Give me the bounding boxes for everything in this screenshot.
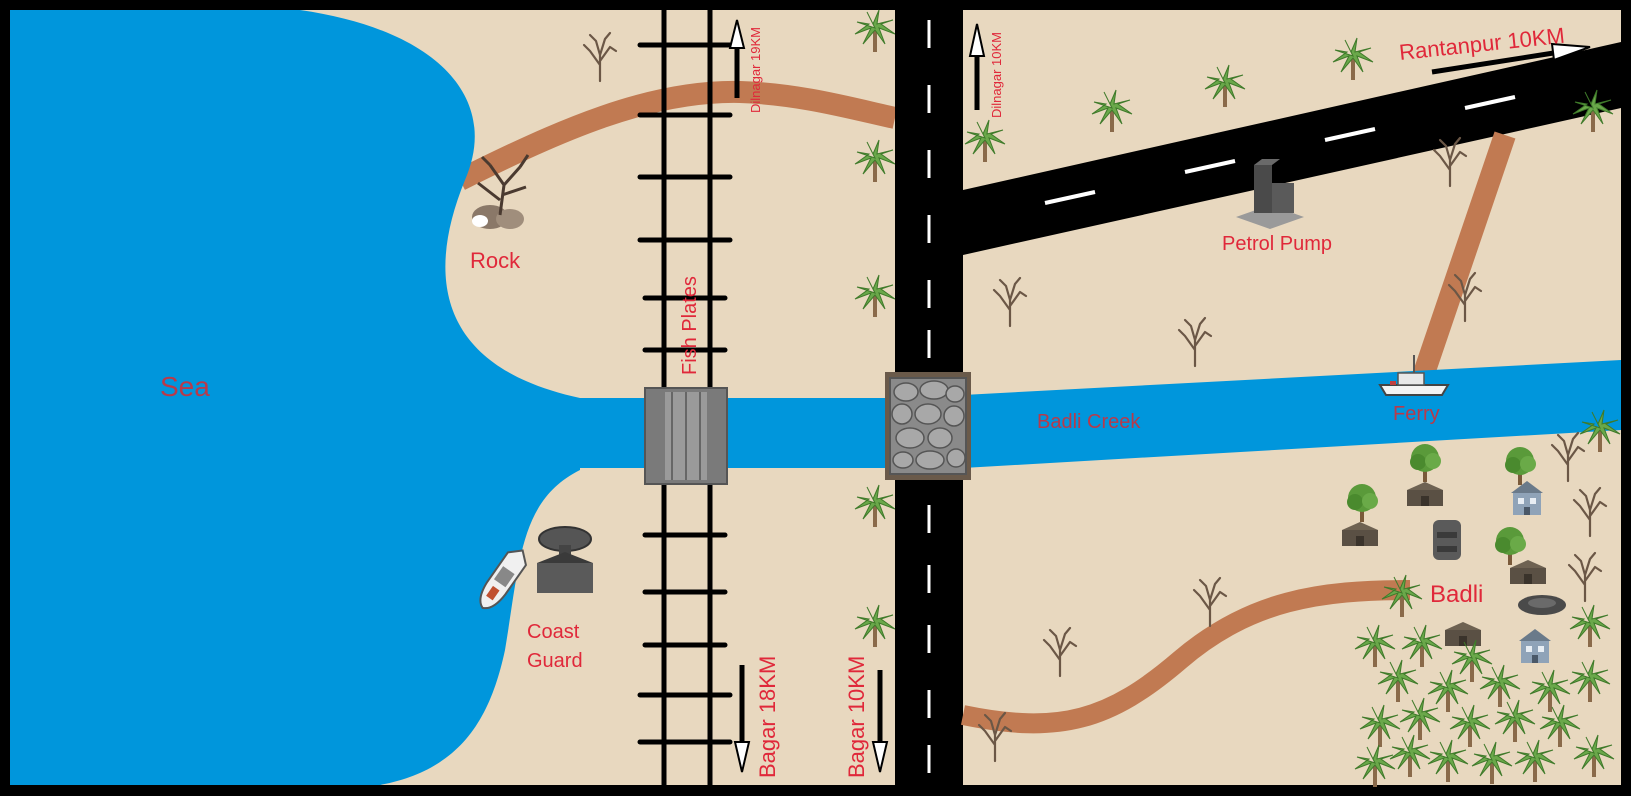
guard-label: Guard	[527, 650, 583, 672]
road-rantanpur	[963, 42, 1621, 255]
dilnagar-road-label: Dilnagar 10KM	[989, 32, 1004, 118]
badli-creek	[963, 360, 1621, 468]
dirt-path-upper	[455, 80, 898, 190]
badli-label: Badli	[1430, 581, 1483, 608]
direction-arrow-icon-bagar-rail	[733, 665, 751, 773]
dilnagar-rail-label: Dilnagar 19KM	[748, 27, 763, 113]
rock-label: Rock	[470, 248, 521, 273]
dirt-path-ferry	[1409, 131, 1516, 389]
left-panel: Sea Rock Fish Plates Coast Guard Dilnaga…	[10, 9, 898, 785]
petrol-pump-building-icon	[1236, 159, 1304, 229]
fish-plates-label: Fish Plates	[679, 276, 701, 375]
badli-creek-label: Badli Creek	[1037, 411, 1141, 433]
boat-icon	[479, 549, 527, 610]
right-panel: Petrol Pump Badli Creek Ferry Badli Rant…	[960, 10, 1621, 788]
village-buildings	[1342, 444, 1566, 663]
direction-arrow-icon-bagar-road	[871, 670, 889, 773]
bagar-road-label: Bagar 10KM	[844, 656, 869, 778]
direction-arrow-icon-dilnagar-road	[968, 23, 986, 110]
direction-arrow-icon-rantanpur	[1431, 42, 1591, 75]
petrol-pump-label: Petrol Pump	[1222, 233, 1332, 255]
sea	[10, 10, 580, 785]
direction-arrow-icon-dilnagar-rail	[728, 19, 746, 98]
bagar-rail-label: Bagar 18KM	[755, 656, 780, 778]
stone-bridge-icon	[885, 372, 971, 480]
ferry-label: Ferry	[1393, 403, 1440, 425]
rail-bridge-icon	[644, 387, 728, 485]
ferry-boat-icon	[1378, 355, 1450, 396]
road-rantanpur-markings	[1044, 95, 1516, 205]
coast-label: Coast	[527, 621, 580, 643]
coast-guard-post-icon	[537, 526, 593, 593]
dirt-path-lower	[960, 580, 1411, 734]
sea-label: Sea	[160, 371, 210, 402]
rock-icon	[472, 154, 530, 229]
